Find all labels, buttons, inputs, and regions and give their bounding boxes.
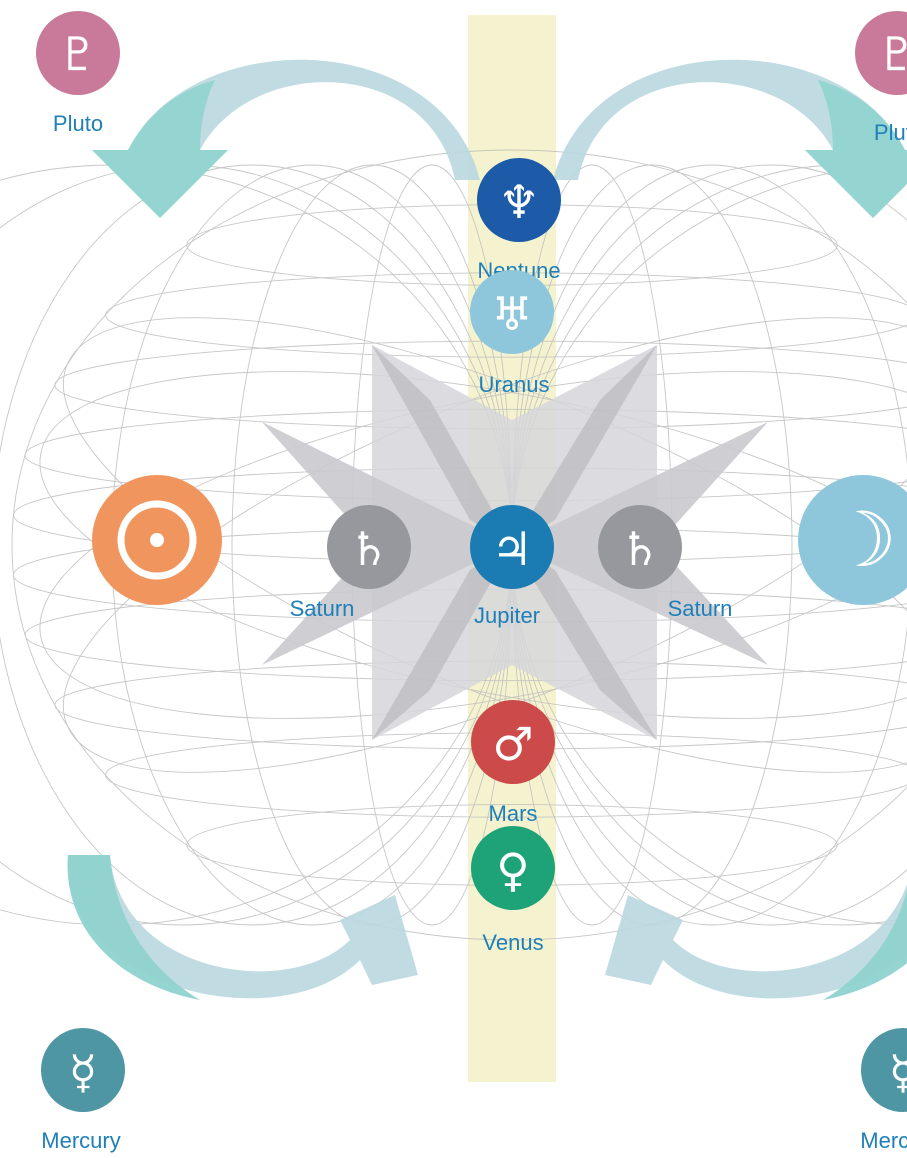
star-bottom-left-facet bbox=[372, 545, 512, 740]
planet-moon: ☽ bbox=[798, 475, 907, 605]
planet-uranus: ♅ Uranus bbox=[470, 270, 554, 397]
mercury-icon: ☿ bbox=[69, 1045, 97, 1099]
pluto-badge bbox=[36, 11, 120, 95]
pluto-icon: ♇ bbox=[876, 27, 907, 81]
arrow-top-left-head bbox=[92, 80, 228, 218]
sun-icon-dot bbox=[150, 533, 164, 547]
planet-neptune: ♆ Neptune bbox=[477, 158, 561, 283]
uranus-label: Uranus bbox=[479, 372, 550, 397]
neptune-badge bbox=[477, 158, 561, 242]
arrow-bottom-right-tail bbox=[823, 889, 907, 1000]
planet-saturn-left: ♄ Saturn bbox=[290, 505, 411, 621]
saturn-badge bbox=[598, 505, 682, 589]
moon-badge bbox=[798, 475, 907, 605]
pluto-label: Pluto bbox=[53, 111, 103, 136]
moon-icon: ☽ bbox=[829, 495, 897, 584]
planet-mercury-left: ☿ Mercury bbox=[41, 1028, 125, 1153]
saturn-label: Saturn bbox=[290, 596, 355, 621]
arrow-bottom-left bbox=[67, 855, 418, 999]
planet-mercury-right: ☿ Mercury bbox=[860, 1028, 907, 1153]
mercury-label: Mercury bbox=[860, 1128, 907, 1153]
mars-icon: ♂ bbox=[492, 717, 533, 771]
star-top-left-facet bbox=[372, 345, 512, 545]
arrow-bottom-left-tail bbox=[67, 855, 200, 1000]
star-bottom-right-facet bbox=[512, 545, 657, 740]
planet-sun bbox=[92, 475, 222, 605]
arrow-bottom-right bbox=[605, 883, 907, 999]
grid-tilted-ring bbox=[39, 371, 907, 719]
pluto-label: Pluto bbox=[874, 120, 907, 145]
arrow-top-right-head bbox=[805, 80, 907, 218]
neptune-icon: ♆ bbox=[498, 175, 539, 229]
mars-label: Mars bbox=[489, 801, 538, 826]
planet-jupiter: ♃ Jupiter bbox=[470, 505, 554, 628]
pluto-badge bbox=[855, 11, 907, 95]
saturn-icon: ♄ bbox=[348, 522, 389, 576]
planet-saturn-right: ♄ Saturn bbox=[598, 505, 732, 621]
grid-outline bbox=[11, 149, 907, 941]
planet-mars: ♂ Mars bbox=[471, 700, 555, 826]
uranus-badge bbox=[470, 270, 554, 354]
saturn-badge bbox=[327, 505, 411, 589]
jupiter-badge bbox=[470, 505, 554, 589]
planet-pluto-left: ♇ Pluto bbox=[36, 11, 120, 136]
planet-pluto-right: ♇ Pluto bbox=[855, 11, 907, 145]
uranus-icon: ♅ bbox=[491, 287, 532, 341]
mars-badge bbox=[471, 700, 555, 784]
jupiter-label: Jupiter bbox=[474, 603, 540, 628]
mercury-badge bbox=[41, 1028, 125, 1112]
star-top-right-facet bbox=[512, 345, 657, 545]
mercury-icon: ☿ bbox=[889, 1045, 907, 1099]
saturn-label: Saturn bbox=[668, 596, 733, 621]
saturn-icon: ♄ bbox=[619, 522, 660, 576]
grid-tilted-ring bbox=[39, 371, 907, 719]
jupiter-icon: ♃ bbox=[491, 522, 532, 576]
arrow-top-right bbox=[553, 59, 907, 218]
pluto-icon: ♇ bbox=[57, 27, 98, 81]
venus-icon: ♀ bbox=[496, 843, 530, 897]
venus-label: Venus bbox=[482, 930, 543, 955]
planet-venus: ♀ Venus bbox=[471, 826, 555, 955]
sun-icon bbox=[117, 500, 197, 580]
mercury-label: Mercury bbox=[41, 1128, 120, 1153]
venus-badge bbox=[471, 826, 555, 910]
mercury-badge bbox=[861, 1028, 907, 1112]
curved-arrows bbox=[67, 59, 907, 1000]
